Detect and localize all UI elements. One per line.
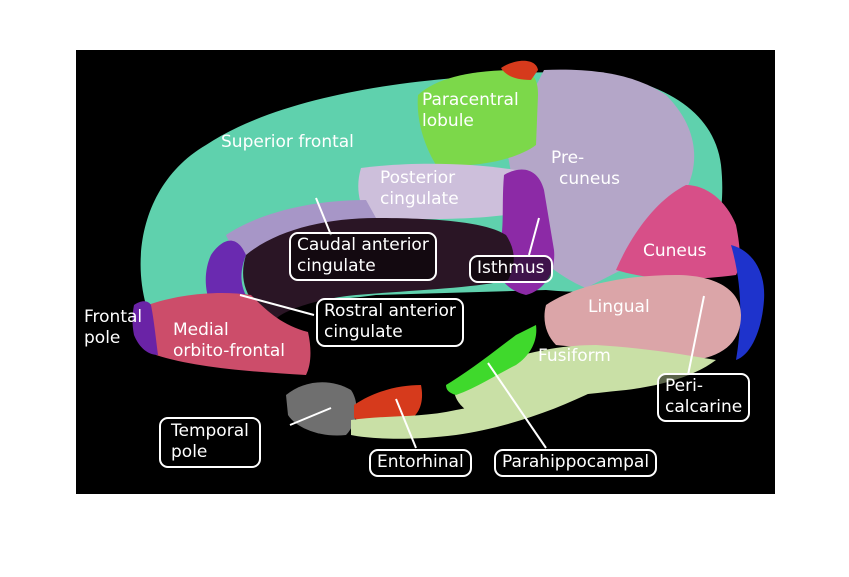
label-rostral-anterior-line2: cingulate — [324, 322, 403, 342]
leader-pericalcarine — [687, 295, 705, 376]
label-posterior-cingulate-line1: Posterior — [380, 168, 456, 188]
label-lingual: Lingual — [588, 297, 650, 317]
region-paracentral — [417, 70, 538, 166]
label-pericalcarine-line1: Peri- — [665, 376, 703, 396]
label-posterior-cingulate: Posterior cingulate — [380, 168, 459, 210]
region-top-red — [501, 60, 538, 80]
region-lingual — [544, 275, 741, 360]
label-caudal-anterior-line1: Caudal anterior — [297, 235, 429, 255]
leader-caudal-anterior — [315, 197, 332, 236]
label-medial-orbitofrontal-line1: Medial — [173, 320, 229, 340]
label-paracentral-line1: Paracentral — [422, 90, 519, 110]
label-rostral-anterior-line1: Rostral anterior — [324, 301, 456, 321]
label-precuneus: Pre- cuneus — [551, 148, 620, 190]
region-entorhinal — [354, 385, 423, 426]
label-caudal-anterior-cingulate: Caudal anterior cingulate — [289, 232, 437, 281]
leader-entorhinal — [395, 398, 417, 449]
region-posterior-cingulate — [358, 163, 531, 220]
label-paracentral-line2: lobule — [422, 111, 474, 131]
label-entorhinal: Entorhinal — [369, 449, 472, 477]
leader-parahippocampal — [487, 362, 547, 449]
label-frontal-pole: Frontal pole — [84, 307, 142, 349]
region-pericalcarine — [731, 245, 765, 360]
label-temporal-pole-line2: pole — [171, 442, 208, 462]
label-precuneus-line2: cuneus — [559, 169, 620, 189]
leader-isthmus — [528, 217, 540, 256]
region-cuneus — [616, 185, 740, 279]
label-isthmus: Isthmus — [469, 255, 553, 283]
region-frontal-pole — [132, 301, 158, 355]
label-pericalcarine-line2: calcarine — [665, 397, 743, 417]
label-paracentral-lobule: Paracentral lobule — [422, 90, 519, 132]
label-caudal-anterior-line2: cingulate — [297, 256, 376, 276]
label-temporal-pole-line1: Temporal — [171, 421, 249, 441]
label-frontal-pole-line2: pole — [84, 328, 121, 348]
label-pericalcarine: Peri- calcarine — [657, 373, 751, 422]
label-cuneus: Cuneus — [643, 241, 707, 261]
region-temporal-pole — [286, 382, 357, 436]
region-inferior-temporal — [351, 390, 596, 439]
label-frontal-pole-line1: Frontal — [84, 307, 143, 327]
region-parahippocampal — [446, 325, 537, 395]
label-superior-frontal: Superior frontal — [221, 132, 354, 152]
label-medial-orbitofrontal-line2: orbito-frontal — [173, 341, 286, 361]
label-medial-orbitofrontal: Medial orbito-frontal — [173, 320, 285, 362]
region-medial-orbitofrontal — [147, 293, 311, 375]
region-caudal-anterior — [226, 200, 376, 255]
leader-rostral-anterior — [239, 294, 315, 316]
label-parahippocampal: Parahippocampal — [494, 449, 658, 477]
label-temporal-pole: Temporal pole — [159, 417, 261, 468]
leader-lines — [239, 197, 705, 449]
brain-figure: Paracentral lobule Superior frontal Post… — [76, 50, 775, 494]
label-posterior-cingulate-line2: cingulate — [380, 189, 459, 209]
label-precuneus-line1: Pre- — [551, 148, 585, 168]
label-fusiform: Fusiform — [538, 346, 611, 366]
label-rostral-anterior-cingulate: Rostral anterior cingulate — [316, 298, 464, 347]
leader-temporal-pole — [289, 407, 332, 426]
